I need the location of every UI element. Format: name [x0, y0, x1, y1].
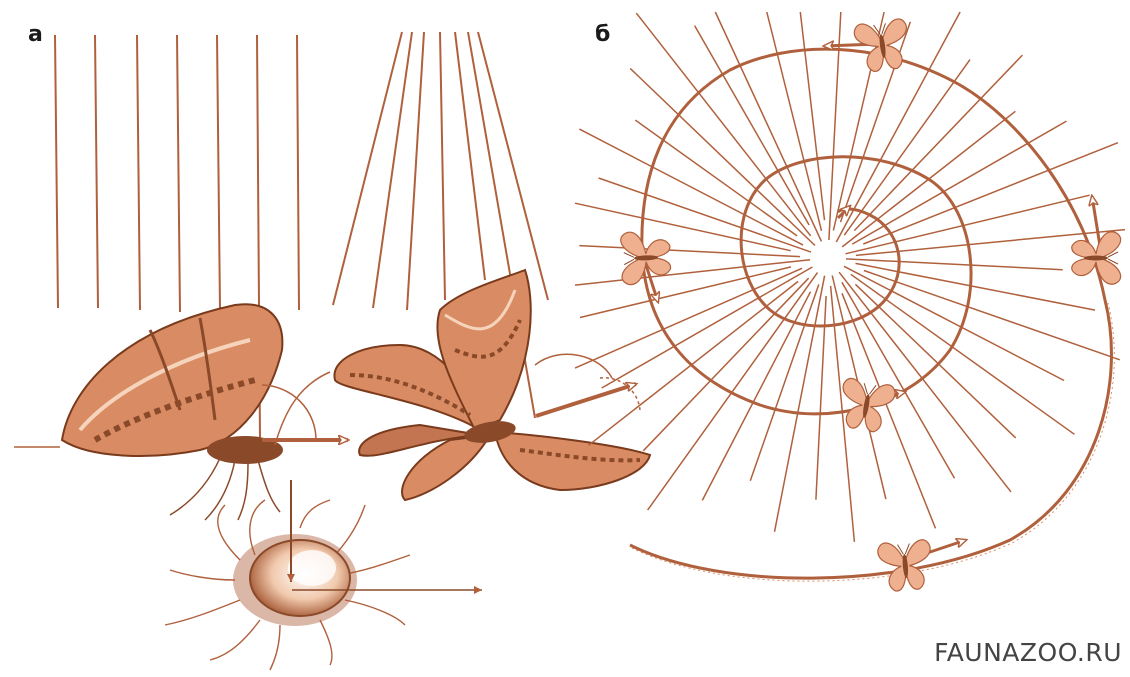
radial-ray	[844, 266, 1064, 380]
radial-ray	[575, 260, 810, 285]
radial-ray	[836, 12, 960, 242]
heading-arrow-right	[1092, 196, 1100, 246]
radial-ray	[602, 267, 813, 388]
radial-light-rays	[575, 12, 1125, 542]
angle-arc-2	[535, 354, 612, 378]
radial-ray	[579, 246, 800, 257]
radial-ray	[839, 272, 1011, 492]
angle-arc-1	[262, 385, 316, 440]
radial-ray	[842, 282, 955, 478]
panel-a	[14, 32, 650, 670]
radial-ray	[643, 278, 808, 451]
compound-eye-detail	[165, 480, 482, 670]
radial-ray	[750, 284, 819, 480]
moth-side-view	[62, 304, 330, 520]
radial-ray	[863, 143, 1118, 244]
panel-b-label: б	[595, 22, 610, 47]
radial-ray	[715, 12, 821, 241]
moth-spread-wings	[334, 270, 650, 500]
radial-ray	[648, 273, 818, 511]
watermark-text: FAUNAZOO.RU	[934, 638, 1122, 667]
radial-ray	[575, 268, 802, 368]
radial-ray	[864, 271, 1120, 360]
radial-ray	[636, 13, 810, 236]
radial-ray	[851, 274, 1075, 434]
spiral-flight-path	[630, 49, 1111, 578]
radial-ray	[580, 267, 791, 318]
flight-direction-arrow-2	[536, 384, 636, 416]
moth-icon-right	[1072, 232, 1121, 284]
panel-b	[575, 12, 1125, 592]
radial-ray	[854, 55, 1022, 231]
radial-ray	[579, 129, 803, 245]
panel-a-label: а	[28, 22, 43, 47]
radial-ray	[800, 12, 824, 220]
radial-ray	[575, 203, 791, 251]
